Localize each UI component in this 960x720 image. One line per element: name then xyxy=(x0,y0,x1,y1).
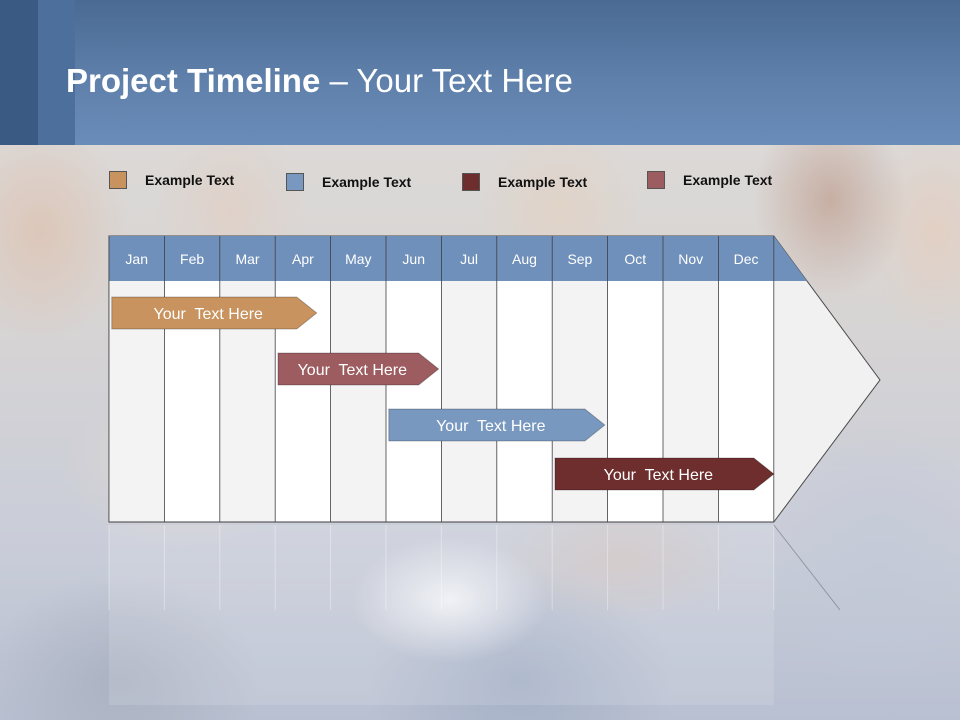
title-main: Project Timeline xyxy=(66,62,321,99)
header-accent-stripe xyxy=(0,0,38,145)
month-label: Mar xyxy=(235,251,259,267)
legend-item: Example Text xyxy=(647,169,772,191)
month-column xyxy=(386,281,442,522)
month-column xyxy=(441,281,497,522)
month-label: Apr xyxy=(292,251,314,267)
reflection-line xyxy=(773,524,841,611)
legend-label: Example Text xyxy=(322,174,412,190)
timeline-reflection xyxy=(109,525,774,705)
legend-item: Example Text xyxy=(462,171,587,193)
legend-label: Example Text xyxy=(683,172,773,188)
legend-label: Example Text xyxy=(145,172,235,188)
task-bar xyxy=(388,408,606,442)
legend-swatch xyxy=(286,173,304,191)
month-label: Oct xyxy=(624,251,646,267)
task-bar-label: Your Text Here xyxy=(154,306,264,323)
header-band: Project Timeline – Your Text Here xyxy=(0,0,960,145)
task-bar xyxy=(277,352,440,386)
timeline-header-band xyxy=(109,236,807,281)
month-label: Dec xyxy=(734,251,759,267)
month-label: Jun xyxy=(402,251,425,267)
legend-swatch xyxy=(462,173,480,191)
month-column xyxy=(496,281,553,522)
header-accent-stripe xyxy=(38,0,75,145)
month-label: Feb xyxy=(180,251,204,267)
task-bar xyxy=(554,457,775,491)
month-label: Jul xyxy=(460,251,478,267)
legend-label: Example Text xyxy=(498,174,588,190)
task-bar xyxy=(111,296,318,330)
task-bar-label: Your Text Here xyxy=(604,467,714,484)
title-subtitle: – Your Text Here xyxy=(320,62,573,99)
month-label: May xyxy=(345,251,371,267)
legend-swatch xyxy=(109,171,127,189)
legend-swatch xyxy=(647,171,665,189)
month-label: Aug xyxy=(512,251,537,267)
month-label: Sep xyxy=(567,251,592,267)
month-label: Nov xyxy=(678,251,703,267)
month-column xyxy=(330,281,386,522)
task-bar-label: Your Text Here xyxy=(298,362,408,379)
legend-item: Example Text xyxy=(109,169,234,191)
page-title: Project Timeline – Your Text Here xyxy=(66,58,573,104)
month-label: Jan xyxy=(125,251,148,267)
task-bar-label: Your Text Here xyxy=(436,418,546,435)
legend-item: Example Text xyxy=(286,171,411,193)
